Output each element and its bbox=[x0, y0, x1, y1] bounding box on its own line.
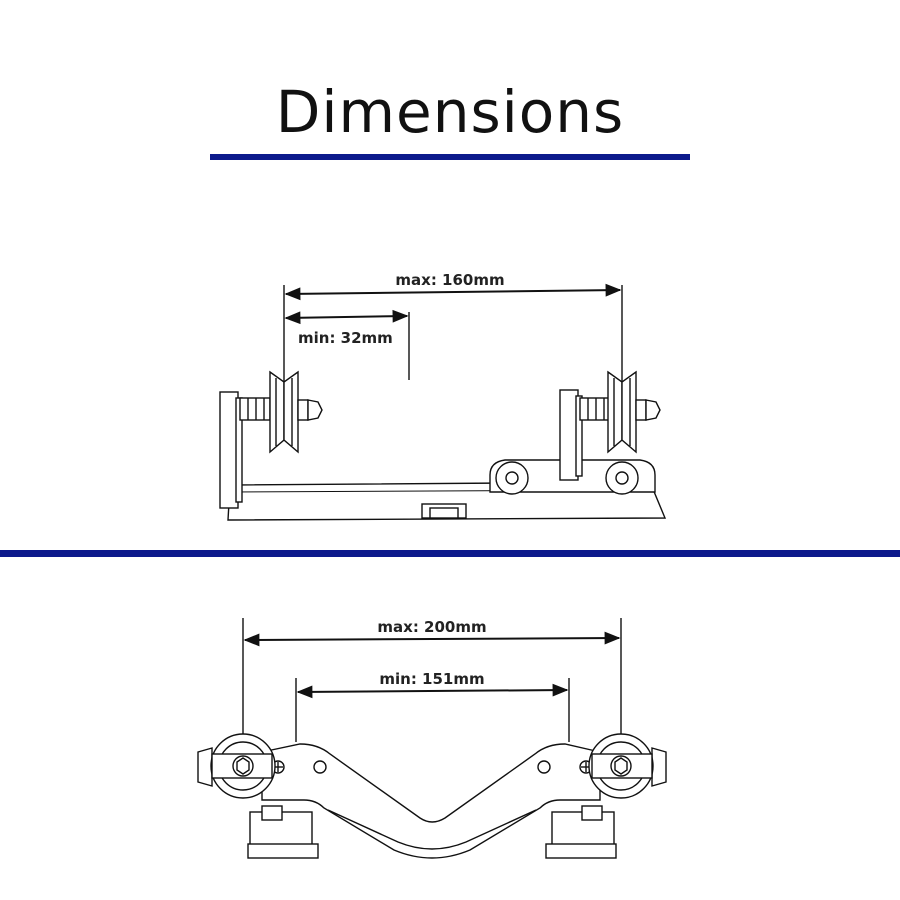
right-pulley-bolt bbox=[610, 755, 632, 777]
arm-hole-left bbox=[313, 760, 327, 774]
right-bracket bbox=[559, 389, 579, 481]
left-pulley-rim-b bbox=[283, 370, 299, 454]
right-nut bbox=[645, 399, 661, 421]
top-max-dimension-line bbox=[243, 631, 621, 647]
section-divider bbox=[0, 550, 900, 557]
left-nut bbox=[307, 399, 323, 421]
left-pulley-rim-a bbox=[269, 370, 285, 454]
page-title: Dimensions bbox=[275, 78, 625, 146]
arm-hole-right bbox=[537, 760, 551, 774]
right-pulley-rim-a bbox=[607, 370, 623, 454]
title-underline bbox=[210, 154, 690, 160]
left-spacer bbox=[239, 397, 271, 421]
top-min-label: min: 151mm bbox=[379, 670, 484, 688]
top-max-label: max: 200mm bbox=[377, 618, 486, 636]
carriage-wheel-left bbox=[495, 461, 529, 495]
side-min-label: min: 32mm bbox=[298, 329, 393, 347]
side-max-dimension-line bbox=[284, 283, 622, 301]
top-min-dimension-line bbox=[296, 683, 569, 699]
side-max-label: max: 160mm bbox=[395, 271, 504, 289]
side-view bbox=[219, 283, 667, 521]
v-arm bbox=[261, 743, 601, 859]
carriage-wheel-right bbox=[605, 461, 639, 495]
left-clamp bbox=[197, 747, 213, 787]
right-pulley-rim-b bbox=[621, 370, 637, 454]
left-pulley-bolt bbox=[232, 755, 254, 777]
right-clamp bbox=[651, 747, 667, 787]
side-min-dimension-line bbox=[284, 309, 409, 325]
top-view bbox=[197, 618, 667, 859]
right-spacer bbox=[579, 397, 611, 421]
